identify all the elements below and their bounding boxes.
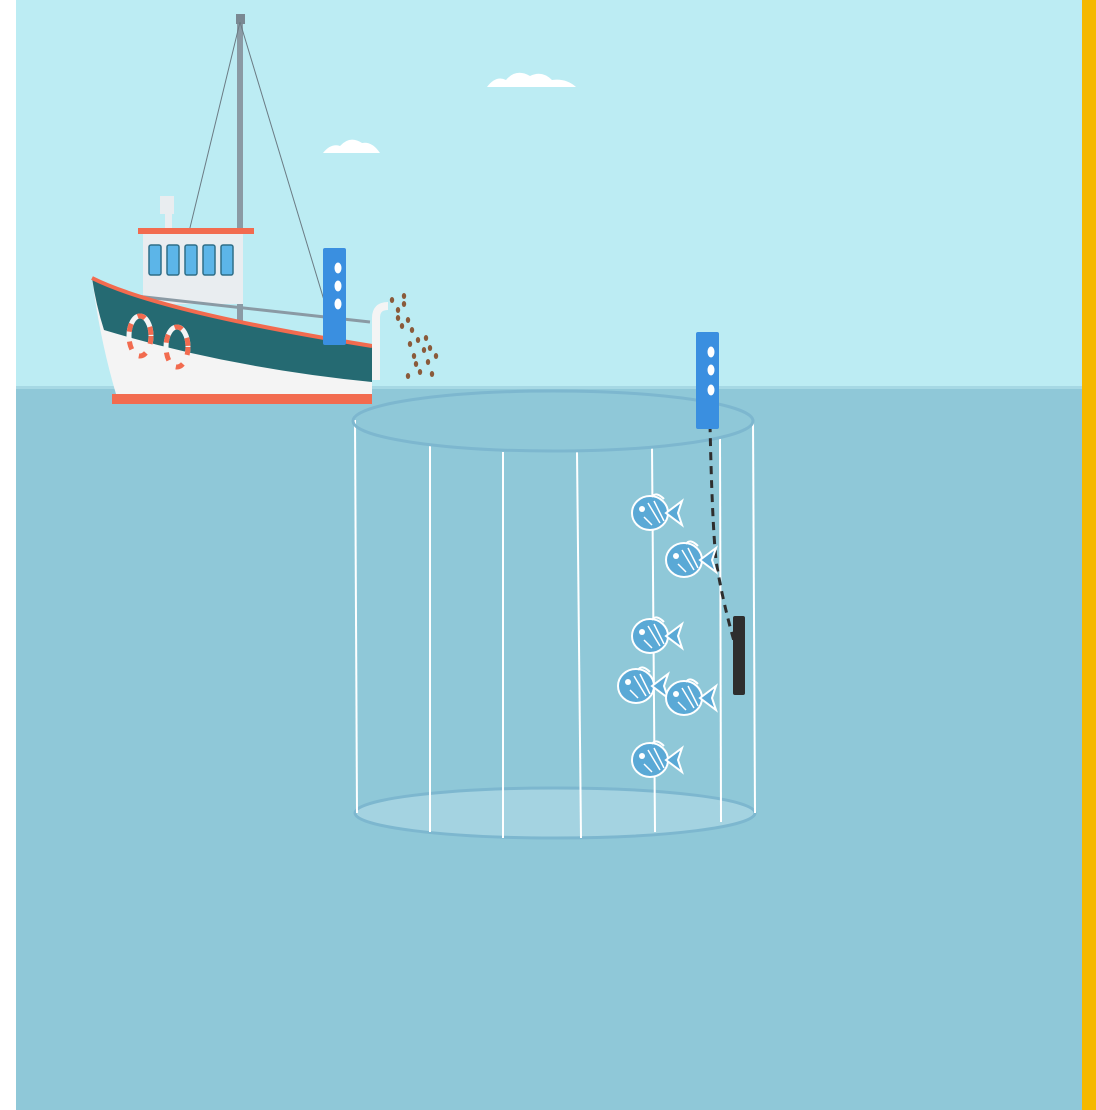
cabin-window (167, 245, 179, 275)
signal-buoy-icon (696, 332, 719, 429)
accent-bar (1082, 0, 1096, 1110)
cabin-window (185, 245, 197, 275)
signal-buoy-icon (323, 248, 346, 345)
cabin-window (149, 245, 161, 275)
sea (16, 388, 1082, 1110)
cabin-window (221, 245, 233, 275)
underwater-sensor-icon (733, 616, 745, 695)
cabin-window (203, 245, 215, 275)
